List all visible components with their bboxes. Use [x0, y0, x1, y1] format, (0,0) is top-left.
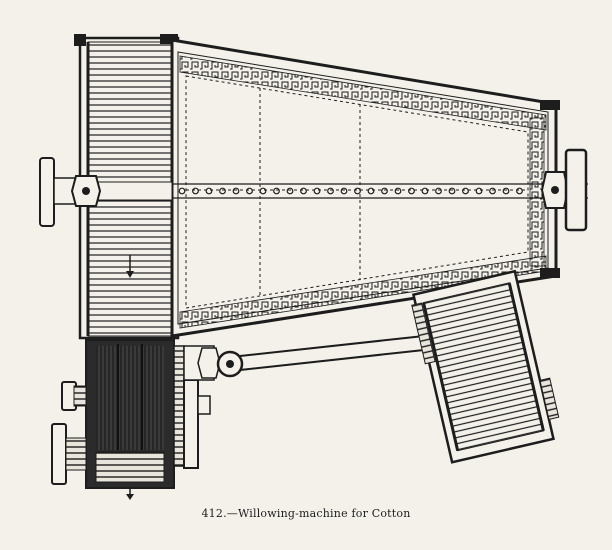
- shaft-spike: [489, 187, 496, 195]
- shaft-spike: [408, 187, 415, 195]
- shaft-spike: [340, 187, 348, 195]
- shaft-spike: [327, 187, 334, 195]
- shaft-spike: [381, 187, 388, 195]
- shaft-spike: [232, 187, 240, 195]
- shaft-spike: [462, 187, 469, 195]
- left-gear-upper: [61, 381, 87, 411]
- right-gear-train: [173, 345, 221, 469]
- shaft-spike: [192, 187, 199, 195]
- figure-caption: 412.—Willowing-machine for Cotton: [201, 507, 411, 520]
- shaft-spike: [435, 187, 442, 195]
- shaft-spike: [286, 187, 294, 195]
- spiked-shaft: [60, 181, 588, 201]
- shaft-spike: [421, 187, 429, 195]
- shaft-spike: [205, 187, 213, 195]
- shaft-spike: [367, 187, 375, 195]
- willowing-machine-drawing: [39, 34, 588, 500]
- shaft-spike: [246, 187, 253, 195]
- left-pulley: [39, 157, 102, 227]
- lower-drum: [85, 339, 175, 500]
- shaft-spike: [259, 187, 267, 195]
- willow-casing: [170, 38, 560, 338]
- shaft-spike: [516, 187, 523, 195]
- shaft-spike: [354, 187, 361, 195]
- delivery-lattice: [411, 269, 560, 464]
- shaft-spike: [300, 187, 307, 195]
- shaft-spike: [475, 187, 483, 195]
- shaft-spike: [394, 187, 402, 195]
- right-pulley: [540, 148, 588, 232]
- shaft-spike: [502, 187, 510, 195]
- shaft-spike: [313, 187, 321, 195]
- shaft-spike: [273, 187, 280, 195]
- shaft-spike: [178, 187, 186, 195]
- shaft-spike: [448, 187, 456, 195]
- left-gear-lower: [51, 423, 87, 485]
- connecting-rod: [216, 335, 425, 378]
- shaft-spike: [219, 187, 226, 195]
- shaft-spikes: [178, 187, 523, 195]
